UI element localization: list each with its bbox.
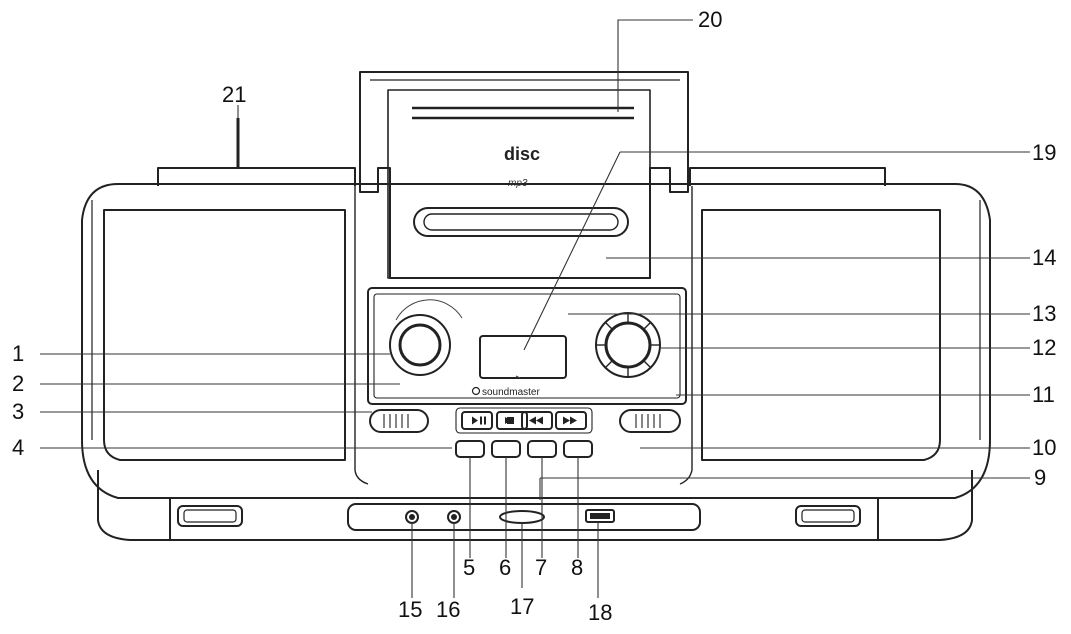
- button-8: [563, 440, 593, 458]
- usb-port: [585, 509, 615, 523]
- brand-logo: soundmaster: [482, 387, 540, 398]
- volume-knob: [389, 314, 451, 376]
- base: [97, 470, 973, 541]
- callout-6: 6: [499, 555, 511, 580]
- callout-11: 11: [1032, 382, 1055, 407]
- callout-9: 9: [1034, 465, 1046, 490]
- callout-7: 7: [535, 555, 547, 580]
- callout-18: 18: [588, 600, 612, 625]
- button-7: [527, 440, 557, 458]
- sd-slot: [499, 510, 545, 524]
- callout-14: 14: [1032, 245, 1056, 270]
- callout-21: 21: [222, 82, 246, 107]
- skip-forward-button: [555, 411, 587, 430]
- top-handle-right: [689, 167, 886, 186]
- callout-8: 8: [571, 555, 583, 580]
- callout-4: 4: [12, 435, 24, 460]
- callout-17: 17: [510, 594, 534, 619]
- jack-panel: [347, 503, 701, 531]
- foot-right: [795, 505, 861, 527]
- callout-12: 12: [1032, 335, 1056, 360]
- right-speaker: [701, 209, 941, 461]
- cd-lid: [387, 89, 651, 279]
- cd-slot: [413, 207, 629, 237]
- callout-20: 20: [698, 7, 722, 32]
- function-slider: [369, 409, 429, 433]
- disc-logo: disc: [504, 144, 540, 164]
- top-handle-left: [157, 167, 356, 186]
- foot-left: [177, 505, 243, 527]
- stop-button: [496, 411, 528, 430]
- callout-1: 1: [12, 341, 24, 366]
- band-slider: [619, 409, 681, 433]
- left-speaker: [103, 209, 346, 461]
- main-body: [81, 183, 991, 499]
- callout-5: 5: [463, 555, 475, 580]
- cd-housing: [359, 71, 689, 279]
- callout-10: 10: [1032, 435, 1056, 460]
- callout-19: 19: [1032, 140, 1056, 165]
- callout-2: 2: [12, 371, 24, 396]
- callout-15: 15: [398, 597, 422, 622]
- display-window: [479, 335, 567, 379]
- play-pause-button: [461, 411, 493, 430]
- callout-3: 3: [12, 399, 24, 424]
- button-6: [491, 440, 521, 458]
- button-5: [455, 440, 485, 458]
- mp3-logo: mp3: [508, 178, 528, 189]
- callout-16: 16: [436, 597, 460, 622]
- callout-13: 13: [1032, 301, 1056, 326]
- skip-back-button: [521, 411, 553, 430]
- control-panel: [367, 287, 687, 405]
